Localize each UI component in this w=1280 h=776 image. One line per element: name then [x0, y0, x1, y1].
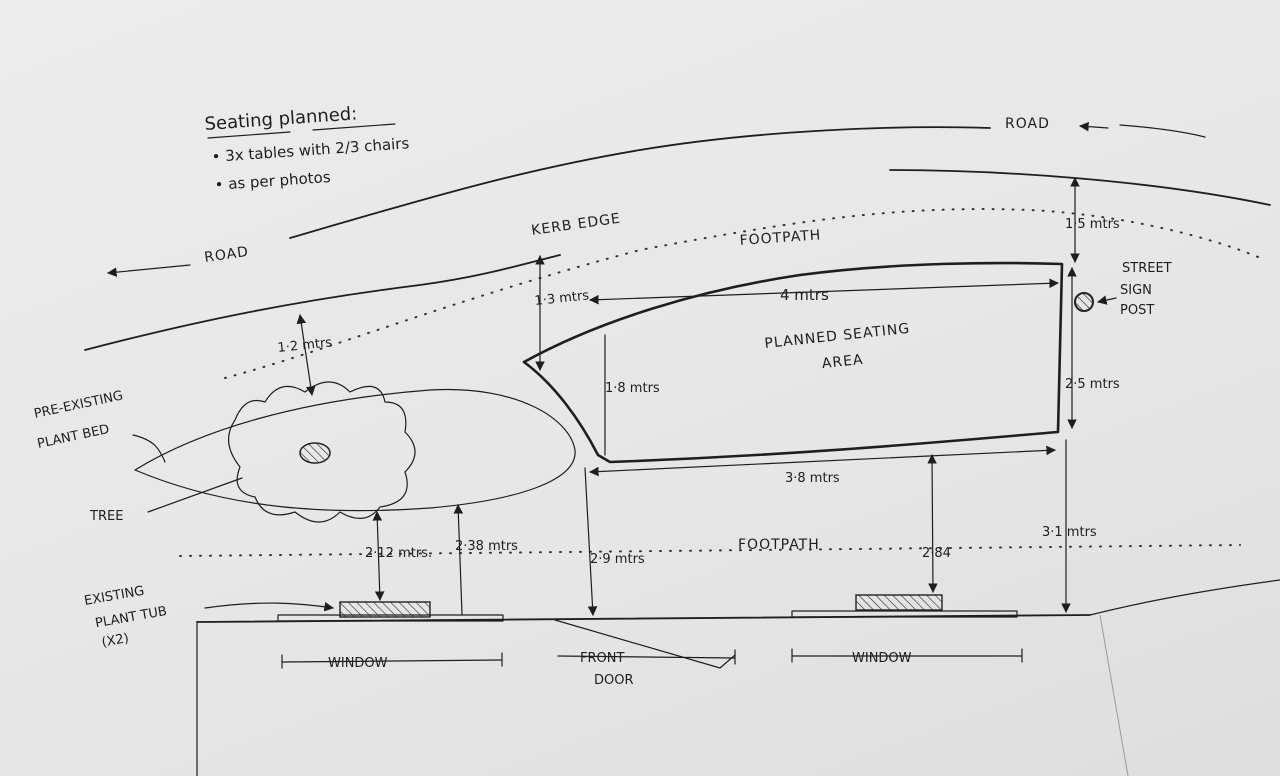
plant-tub-label: EXISTING PLANT TUB (X2) — [83, 580, 176, 653]
notes-title: Seating planned: — [204, 103, 358, 135]
dimension-label: 2·38 mtrs — [455, 539, 518, 554]
tree-trunk — [299, 442, 331, 464]
street-sign-label: STREET SIGN POST — [1120, 261, 1176, 318]
road-edge-top — [289, 126, 991, 239]
notes-item: • 3x tables with 2/3 chairs — [211, 134, 410, 166]
footpath-line-bottom — [179, 544, 1241, 557]
front-door-swing — [554, 619, 736, 669]
tree-label: TREE — [89, 509, 123, 524]
window-label: WINDOW — [852, 651, 912, 666]
front-door-label: FRONT DOOR — [580, 651, 634, 688]
window-label: WINDOW — [328, 656, 388, 671]
street-sign-post — [1074, 292, 1094, 312]
notes-item: • as per photos — [214, 168, 331, 194]
plant-tub-left — [339, 601, 431, 618]
road-edge-left — [84, 254, 561, 351]
road-label: ROAD — [1005, 116, 1050, 132]
road-edge-top-right — [889, 169, 1271, 206]
dimension-label: 3·8 mtrs — [785, 471, 840, 486]
plant-bed-label: PRE-EXISTING PLANT BED — [30, 388, 135, 452]
footpath-label: FOOTPATH — [739, 227, 822, 249]
dimension-label: 2·84 — [922, 546, 951, 561]
dimension-label: 2·12 mtrs. — [365, 546, 432, 561]
dimension-label: 1·2 mtrs — [277, 335, 333, 356]
dimension-label: 1·3 mtrs — [534, 288, 590, 309]
dimension-label: 2·9 mtrs — [590, 552, 645, 567]
kerb-edge-label: KERB EDGE — [530, 211, 621, 239]
plant-bed — [134, 388, 576, 512]
dimension-label: 2·5 mtrs — [1065, 377, 1120, 392]
planned-seating-label: PLANNED SEATING AREA — [764, 320, 919, 378]
window-sill-right — [791, 610, 1018, 618]
footpath-label: FOOTPATH — [738, 537, 820, 553]
dimension-label: 3·1 mtrs — [1042, 525, 1097, 540]
plant-tub-right — [855, 594, 943, 611]
road-label: ROAD — [203, 244, 250, 266]
dimension-label: 4 mtrs — [780, 286, 829, 304]
dimension-label: 1·5 mtrs — [1065, 217, 1120, 232]
dimension-label: 1·8 mtrs — [605, 381, 660, 396]
